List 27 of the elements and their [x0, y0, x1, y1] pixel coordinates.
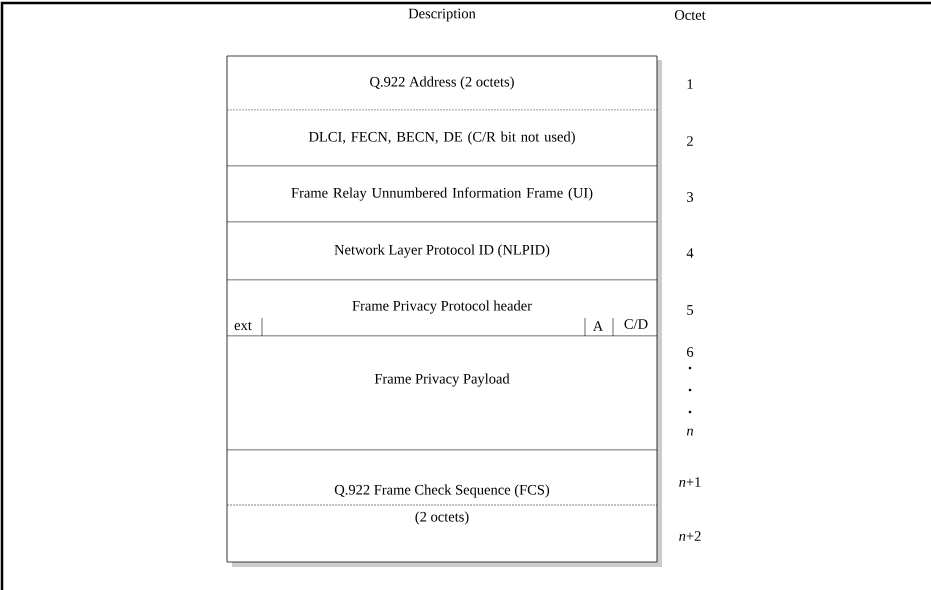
column-header: Description [408, 8, 476, 22]
node-label: ext [234, 322, 252, 330]
node-label: Network Layer Protocol ID (NLPID) [334, 244, 550, 258]
node-label: DLCI, FECN, BECN, DE (C/R bit not used) [308, 131, 575, 145]
field-row: Network Layer Protocol ID (NLPID) [226, 222, 658, 280]
node-label: Frame Relay Unnumbered Information Frame (UI) [291, 187, 592, 201]
octet-number: n [686, 428, 694, 436]
field-row: Frame Privacy Protocol header ext A C/D [226, 280, 658, 336]
node-label: C/D [624, 319, 648, 329]
field-row: Q.922 Address (2 octets) [226, 56, 658, 110]
field-row: Q.922 Frame Check Sequence (FCS) (2 octets) [226, 450, 658, 562]
node-label: Frame Privacy Protocol header [352, 300, 532, 314]
octet-number: 5 [687, 305, 694, 315]
node-label: Q.922 Frame Check Sequence (FCS) [334, 484, 550, 498]
octet-number: n+2 [679, 531, 701, 541]
octet-number: 4 [686, 248, 694, 258]
octet-number: 1 [688, 79, 693, 89]
column-header: Octet [674, 10, 706, 20]
node-label: Frame Privacy Payload [374, 373, 510, 387]
field-row: Frame Relay Unnumbered Information Frame (UI) [226, 166, 658, 222]
octet-number: 6 [687, 347, 694, 357]
node-label: A [592, 321, 604, 331]
octet-number: 2 [687, 136, 693, 146]
field-row: DLCI, FECN, BECN, DE (C/R bit not used) [226, 110, 658, 166]
node-label: (2 octets) [415, 511, 469, 525]
octet-number: n+1 [679, 477, 700, 487]
octet-number: 3 [687, 192, 694, 202]
